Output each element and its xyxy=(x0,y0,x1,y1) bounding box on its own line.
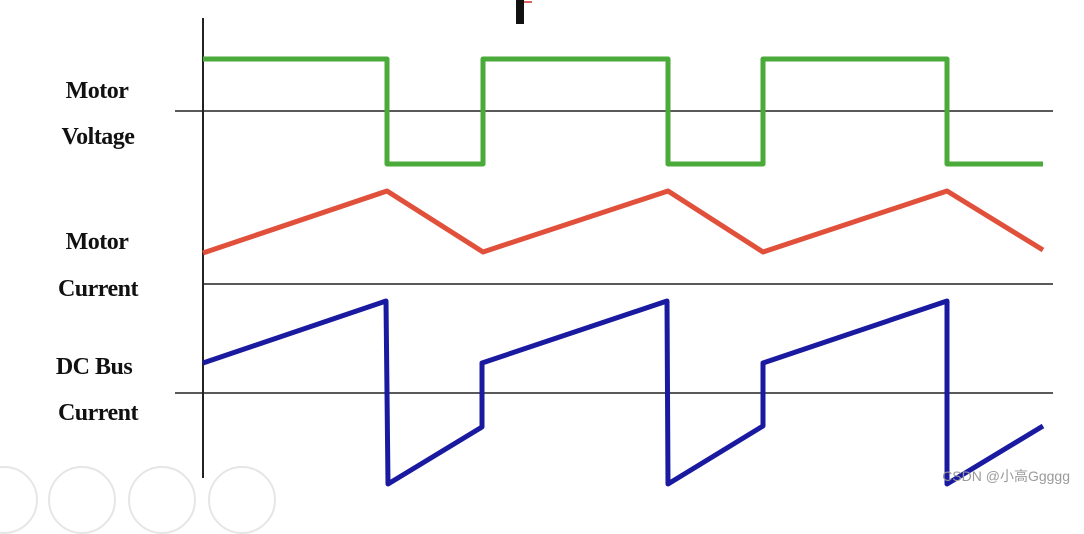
layout-icon[interactable] xyxy=(48,466,116,534)
more-icon[interactable] xyxy=(208,466,276,534)
motor-current-label-line2: Current xyxy=(57,276,139,302)
waveform-diagram xyxy=(175,0,1053,487)
motor-voltage-label-line2: Voltage xyxy=(61,124,135,150)
motor-current-label-line1: Motor xyxy=(65,229,129,255)
watermark: CSDN @小高Ggggg xyxy=(942,468,1070,484)
dc-bus-current-wave xyxy=(202,298,1045,487)
search-icon[interactable] xyxy=(128,466,196,534)
motor-current-wave xyxy=(202,188,1045,256)
motor-voltage-wave xyxy=(203,56,1043,167)
motor-voltage-label-line1: Motor xyxy=(65,78,129,104)
dc-bus-label-line2: Current xyxy=(57,400,139,426)
top-marker xyxy=(516,0,524,24)
dc-bus-label-line1: DC Bus xyxy=(55,354,133,380)
